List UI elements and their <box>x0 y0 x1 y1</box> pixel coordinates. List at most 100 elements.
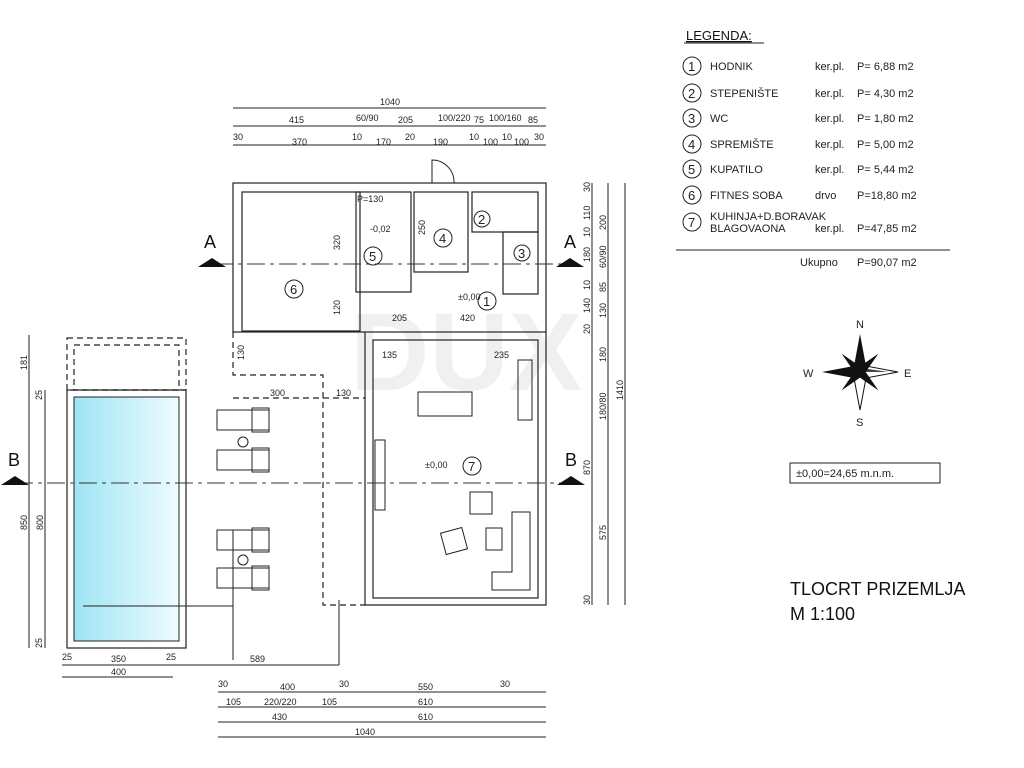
dim-label: 1040 <box>355 727 375 737</box>
dim-label: 190 <box>433 137 448 147</box>
compass-rose-icon: N S E W <box>803 319 911 429</box>
legend-floor-type: ker.pl. <box>815 88 844 100</box>
watermark: DUX <box>350 291 582 414</box>
dim-label: 100/220 <box>438 113 471 123</box>
legend-area: P= 4,30 m2 <box>857 88 914 100</box>
compass-s: S <box>856 417 863 429</box>
dim-label: 100/160 <box>489 113 522 123</box>
dim-label: 420 <box>460 313 475 323</box>
dim-label: 870 <box>582 460 592 475</box>
dim-label: 10 <box>582 227 592 237</box>
legend-number: 1 <box>688 59 695 74</box>
dim-label: 130 <box>598 303 608 318</box>
compass-n: N <box>856 319 864 331</box>
dim-label: 205 <box>392 313 407 323</box>
dim-label: 30 <box>233 132 243 142</box>
legend-number: 3 <box>688 111 695 126</box>
level-mark: -0,02 <box>370 224 391 234</box>
dim-label: 100 <box>483 137 498 147</box>
dim-label: 105 <box>226 697 241 707</box>
legend-total-area: P=90,07 m2 <box>857 257 917 269</box>
room-number: 6 <box>290 282 297 297</box>
dim-label: 140 <box>582 298 592 313</box>
top-dimensions: 1040 415 60/90 205 100/220 75 100/160 85… <box>233 97 546 147</box>
section-b-label: B <box>565 450 577 470</box>
legend-area: P=47,85 m2 <box>857 223 917 235</box>
legend-floor-type: drvo <box>815 190 836 202</box>
section-lines: A A B B <box>1 232 585 485</box>
dim-label: 200 <box>598 215 608 230</box>
dim-label: 130 <box>236 345 246 360</box>
legend-number-circle <box>682 159 702 179</box>
legend-floor-type: ker.pl. <box>815 139 844 151</box>
legend-room-name: KUHINJA+D.BORAVAK <box>710 211 827 223</box>
room-number: 2 <box>478 212 485 227</box>
dim-label: 30 <box>534 132 544 142</box>
dim-label: 800 <box>35 515 45 530</box>
legend-area: P=18,80 m2 <box>857 190 917 202</box>
legend-area: P= 5,00 m2 <box>857 139 914 151</box>
legend-number-circle <box>682 108 702 128</box>
elevation-note: ±0,00=24,65 m.n.m. <box>796 468 894 480</box>
dim-label: 130 <box>336 388 351 398</box>
dim-label: 180 <box>582 247 592 262</box>
room-markers: 6 5 4 2 3 1 7 P=130 -0,02 ±0,00 ±0,00 42… <box>284 194 531 476</box>
legend-room-name: WC <box>710 113 728 125</box>
legend-room-name: STEPENIŠTE <box>710 87 778 100</box>
dim-label: 25 <box>166 652 176 662</box>
terrace-outline: 130 300 130 <box>232 332 365 606</box>
dim-label: 20 <box>582 324 592 334</box>
dim-label: 250 <box>417 220 427 235</box>
dim-label: 25 <box>34 390 44 400</box>
dim-label: 400 <box>111 667 126 677</box>
dim-label: 850 <box>19 515 29 530</box>
level-mark: ±0,00 <box>458 292 480 302</box>
dim-label: 550 <box>418 682 433 692</box>
section-b-label: B <box>8 450 20 470</box>
dim-label: 30 <box>582 595 592 605</box>
room-number: 1 <box>483 294 490 309</box>
dim-label: 370 <box>292 137 307 147</box>
swimming-pool <box>66 337 233 649</box>
dim-label: 400 <box>280 682 295 692</box>
legend-number-circle <box>682 56 702 76</box>
room-number: 4 <box>439 231 446 246</box>
dim-label: 85 <box>528 115 538 125</box>
dim-label: 25 <box>62 652 72 662</box>
section-a-label: A <box>204 232 216 252</box>
legend-title: LEGENDA: <box>686 28 752 43</box>
dim-label: 20 <box>405 132 415 142</box>
dim-label: 60/90 <box>598 245 608 268</box>
dim-label: 10 <box>582 280 592 290</box>
legend-number: 6 <box>688 188 695 203</box>
dim-label: 415 <box>289 115 304 125</box>
room-number: 7 <box>468 459 475 474</box>
dim-label: 30 <box>218 679 228 689</box>
legend-number: 2 <box>688 86 695 101</box>
legend-number-circle <box>682 134 702 154</box>
dim-label: 300 <box>270 388 285 398</box>
dim-label: 30 <box>582 182 592 192</box>
legend-area: P= 1,80 m2 <box>857 113 914 125</box>
legend-floor-type: ker.pl. <box>815 223 844 235</box>
legend-number-circle <box>682 83 702 103</box>
house-walls <box>232 159 547 606</box>
drawing-title: TLOCRT PRIZEMLJA <box>790 579 965 599</box>
legend-room-name: HODNIK <box>710 61 753 73</box>
legend-number: 5 <box>688 162 695 177</box>
room-number: 5 <box>369 249 376 264</box>
legend-number-circle <box>682 185 702 205</box>
dim-label: 589 <box>250 654 265 664</box>
dim-label: 610 <box>418 697 433 707</box>
dim-label: 170 <box>376 137 391 147</box>
legend-room-name: FITNES SOBA <box>710 190 783 202</box>
right-dimensions: 30 110 10 180 10 140 20 870 30 200 60/90… <box>582 182 626 605</box>
dim-label: 120 <box>332 300 342 315</box>
legend-number-circle <box>682 212 702 232</box>
dim-label: 350 <box>111 654 126 664</box>
dim-label: 181 <box>19 355 29 370</box>
dim-label: 180/80 <box>598 392 608 420</box>
dim-label: 1410 <box>615 380 625 400</box>
